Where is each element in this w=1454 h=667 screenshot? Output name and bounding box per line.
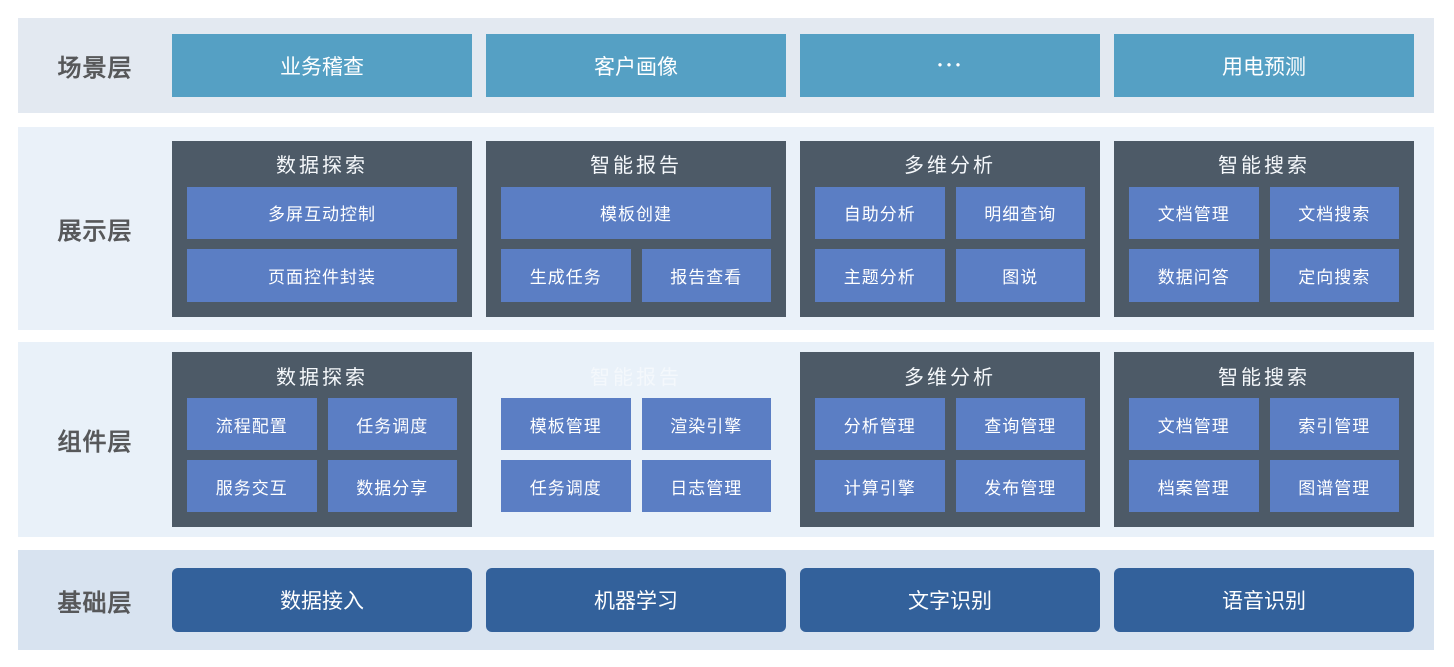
item-generate-task[interactable]: 生成任务 (501, 249, 631, 302)
group-title: 智能报告 (590, 155, 682, 177)
group-title: 多维分析 (904, 155, 996, 177)
display-layer-row: 展示层 数据探索 多屏互动控制 页面控件封装 智能报告 模板创建 生成任务 (18, 127, 1434, 330)
item-analysis-management[interactable]: 分析管理 (815, 398, 945, 450)
item-row: 主题分析 图说 (815, 249, 1085, 302)
item-row: 多屏互动控制 (187, 186, 457, 239)
group-title: 多维分析 (904, 366, 996, 389)
group-items: 文档管理 文档搜索 数据问答 定向搜索 (1114, 186, 1414, 317)
component-layer-row: 组件层 数据探索 流程配置 任务调度 服务交互 数据分享 智能报告 模板管理 (18, 342, 1434, 537)
item-detail-query[interactable]: 明细查询 (955, 186, 1085, 239)
item-archive-management[interactable]: 档案管理 (1129, 460, 1259, 512)
base-layer-label: 基础层 (57, 589, 133, 617)
item-doc-management[interactable]: 文档管理 (1129, 398, 1259, 450)
item-compute-engine[interactable]: 计算引擎 (815, 460, 945, 512)
item-chart-story[interactable]: 图说 (955, 249, 1085, 302)
item-doc-management[interactable]: 文档管理 (1129, 186, 1259, 239)
item-row: 生成任务 报告查看 (501, 249, 771, 302)
base-box-ocr[interactable]: 文字识别 (800, 568, 1100, 632)
group-items: 多屏互动控制 页面控件封装 (172, 186, 472, 317)
base-layer-boxes: 数据接入 机器学习 文字识别 语音识别 (172, 568, 1434, 632)
item-data-sharing[interactable]: 数据分享 (327, 460, 457, 512)
item-log-management[interactable]: 日志管理 (641, 460, 771, 512)
item-row: 流程配置 任务调度 (187, 398, 457, 450)
item-process-config[interactable]: 流程配置 (187, 398, 317, 450)
display-layer-groups: 数据探索 多屏互动控制 页面控件封装 智能报告 模板创建 生成任务 报告查看 (172, 140, 1434, 317)
component-group-smart-search: 智能搜索 文档管理 索引管理 档案管理 图谱管理 (1114, 352, 1414, 527)
item-service-interaction[interactable]: 服务交互 (187, 460, 317, 512)
component-group-multidim-analysis: 多维分析 分析管理 查询管理 计算引擎 发布管理 (800, 352, 1100, 527)
scene-box-ellipsis[interactable]: ··· (800, 34, 1100, 97)
item-index-management[interactable]: 索引管理 (1269, 398, 1399, 450)
scene-box-business-audit[interactable]: 业务稽查 (172, 34, 472, 97)
scene-box-customer-profile[interactable]: 客户画像 (486, 34, 786, 97)
item-row: 文档管理 文档搜索 (1129, 186, 1399, 239)
item-report-view[interactable]: 报告查看 (641, 249, 771, 302)
item-graph-management[interactable]: 图谱管理 (1269, 460, 1399, 512)
display-layer-label-zone: 展示层 (18, 211, 172, 246)
base-box-data-access[interactable]: 数据接入 (172, 568, 472, 632)
group-items: 流程配置 任务调度 服务交互 数据分享 (172, 398, 472, 527)
base-layer-label-zone: 基础层 (18, 583, 172, 618)
scene-layer-label: 场景层 (57, 55, 133, 82)
item-row: 数据问答 定向搜索 (1129, 249, 1399, 302)
group-items: 文档管理 索引管理 档案管理 图谱管理 (1114, 398, 1414, 527)
item-targeted-search[interactable]: 定向搜索 (1269, 249, 1399, 302)
item-row: 页面控件封装 (187, 249, 457, 302)
component-layer-label-zone: 组件层 (18, 422, 172, 457)
component-layer-label: 组件层 (57, 429, 133, 456)
display-group-smart-report: 智能报告 模板创建 生成任务 报告查看 (486, 140, 786, 317)
component-layer-groups: 数据探索 流程配置 任务调度 服务交互 数据分享 智能报告 模板管理 渲染引擎 (172, 352, 1434, 527)
group-title: 智能搜索 (1218, 366, 1310, 389)
item-publish-management[interactable]: 发布管理 (955, 460, 1085, 512)
group-title: 智能搜索 (1218, 155, 1310, 177)
display-layer-label: 展示层 (57, 218, 133, 245)
group-title: 智能报告 (590, 366, 682, 389)
display-group-smart-search: 智能搜索 文档管理 文档搜索 数据问答 定向搜索 (1114, 140, 1414, 317)
group-title: 数据探索 (276, 155, 368, 177)
base-layer-row: 基础层 数据接入 机器学习 文字识别 语音识别 (18, 550, 1434, 650)
base-box-machine-learning[interactable]: 机器学习 (486, 568, 786, 632)
item-render-engine[interactable]: 渲染引擎 (641, 398, 771, 450)
component-group-data-exploration: 数据探索 流程配置 任务调度 服务交互 数据分享 (172, 352, 472, 527)
item-template-management[interactable]: 模板管理 (501, 398, 631, 450)
item-self-analysis[interactable]: 自助分析 (815, 186, 945, 239)
item-data-qa[interactable]: 数据问答 (1129, 249, 1259, 302)
item-query-management[interactable]: 查询管理 (955, 398, 1085, 450)
item-row: 分析管理 查询管理 (815, 398, 1085, 450)
group-title: 数据探索 (276, 366, 368, 389)
component-group-smart-report: 智能报告 模板管理 渲染引擎 任务调度 日志管理 (486, 352, 786, 527)
group-items: 分析管理 查询管理 计算引擎 发布管理 (800, 398, 1100, 527)
item-template-creation[interactable]: 模板创建 (501, 186, 771, 239)
display-group-data-exploration: 数据探索 多屏互动控制 页面控件封装 (172, 140, 472, 317)
scene-box-power-forecast[interactable]: 用电预测 (1114, 34, 1414, 97)
item-row: 档案管理 图谱管理 (1129, 460, 1399, 512)
scene-layer-label-zone: 场景层 (18, 48, 172, 83)
group-items: 自助分析 明细查询 主题分析 图说 (800, 186, 1100, 317)
display-group-multidim-analysis: 多维分析 自助分析 明细查询 主题分析 图说 (800, 140, 1100, 317)
item-row: 模板管理 渲染引擎 (501, 398, 771, 450)
item-topic-analysis[interactable]: 主题分析 (815, 249, 945, 302)
base-box-speech-recognition[interactable]: 语音识别 (1114, 568, 1414, 632)
scene-layer-boxes: 业务稽查 客户画像 ··· 用电预测 (172, 34, 1434, 97)
item-row: 模板创建 (501, 186, 771, 239)
group-items: 模板管理 渲染引擎 任务调度 日志管理 (486, 398, 786, 527)
item-row: 计算引擎 发布管理 (815, 460, 1085, 512)
item-row: 服务交互 数据分享 (187, 460, 457, 512)
item-row: 自助分析 明细查询 (815, 186, 1085, 239)
item-task-scheduling[interactable]: 任务调度 (501, 460, 631, 512)
scene-layer-row: 场景层 业务稽查 客户画像 ··· 用电预测 (18, 18, 1434, 113)
item-page-widget-packaging[interactable]: 页面控件封装 (187, 249, 457, 302)
item-doc-search[interactable]: 文档搜索 (1269, 186, 1399, 239)
item-row: 文档管理 索引管理 (1129, 398, 1399, 450)
item-row: 任务调度 日志管理 (501, 460, 771, 512)
group-items: 模板创建 生成任务 报告查看 (486, 186, 786, 317)
item-task-scheduling[interactable]: 任务调度 (327, 398, 457, 450)
item-multiscreen-control[interactable]: 多屏互动控制 (187, 186, 457, 239)
